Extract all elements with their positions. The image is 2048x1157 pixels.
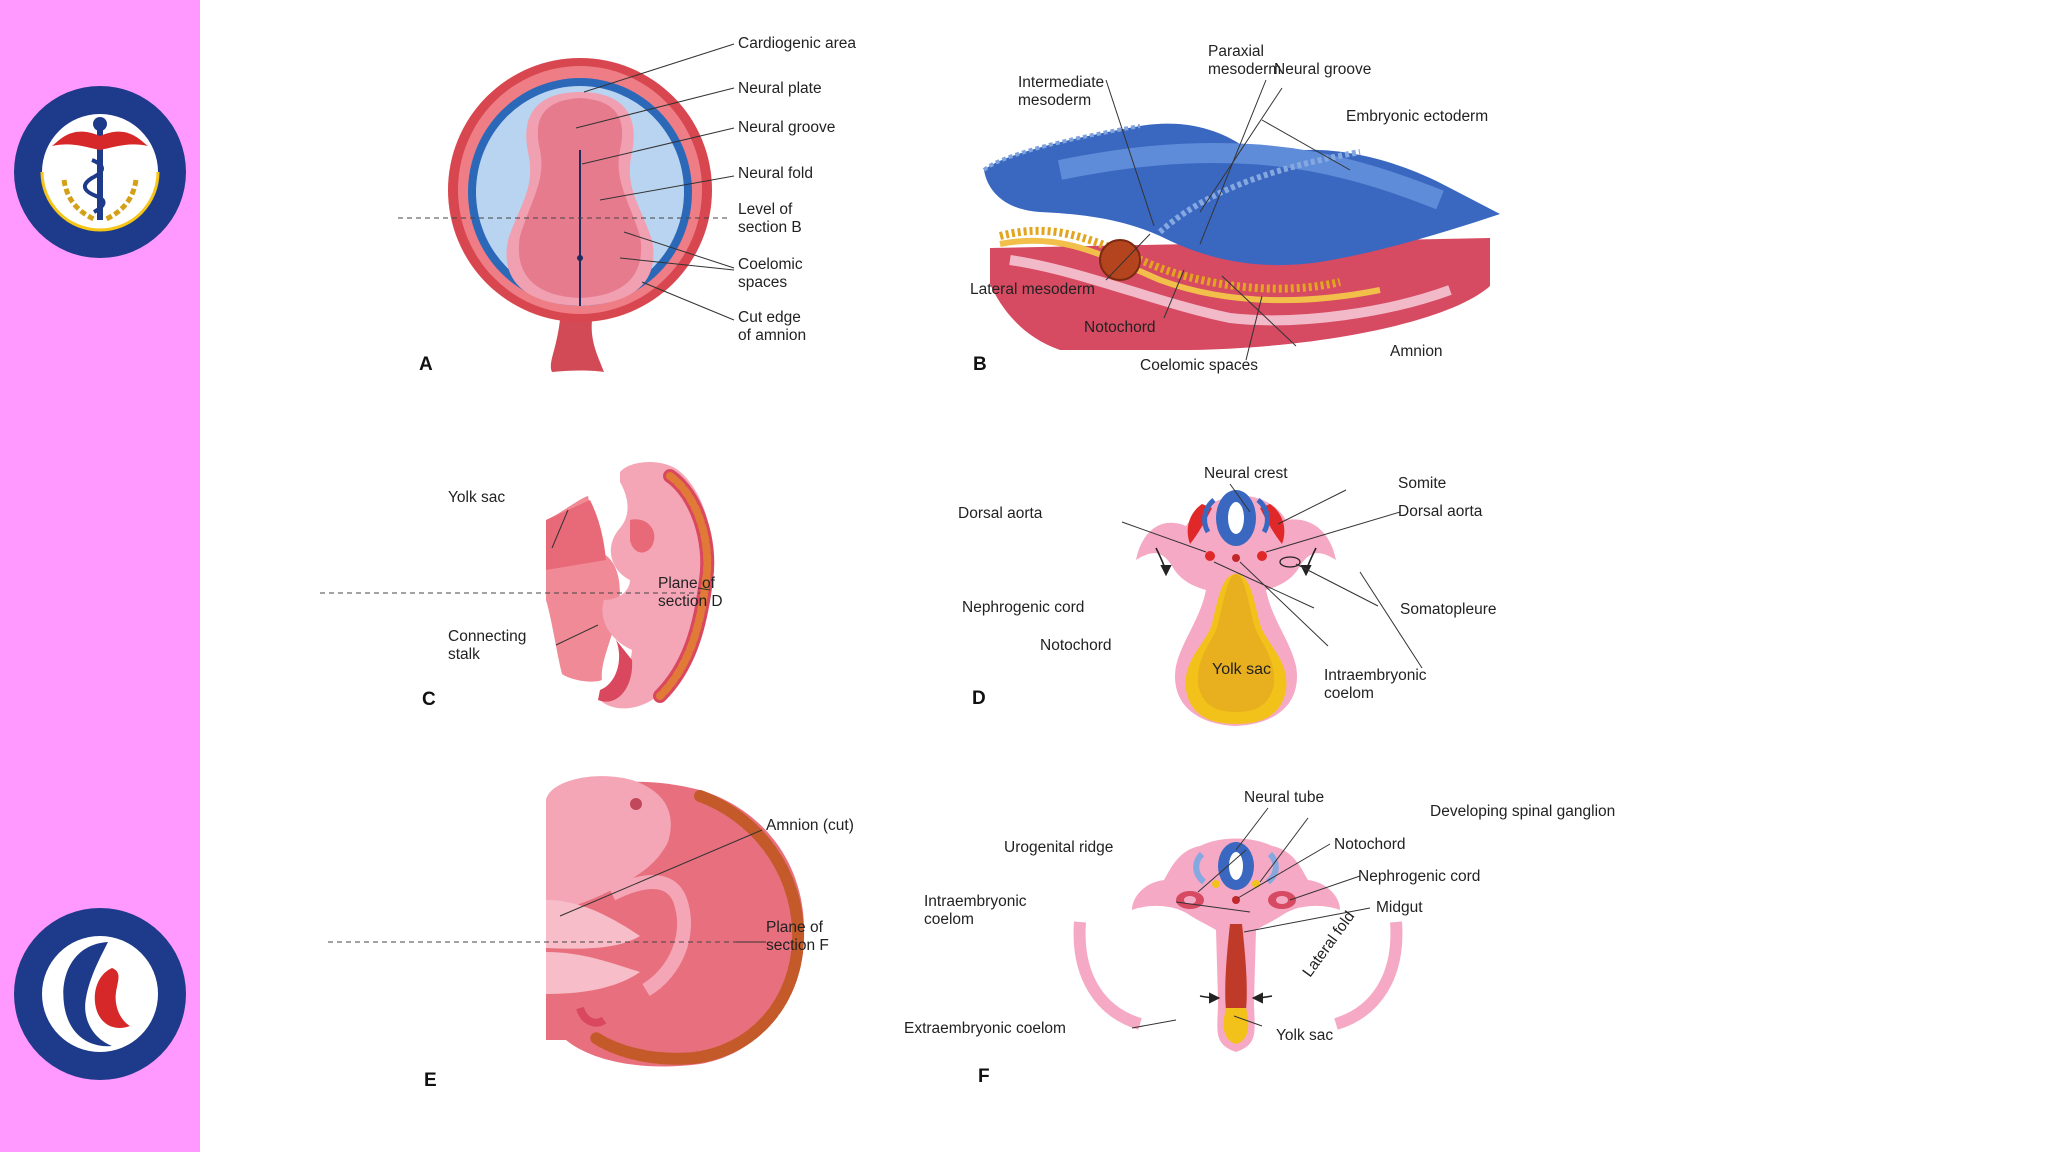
neural-groove-ridge bbox=[1157, 149, 1361, 235]
notochord-d bbox=[1232, 554, 1240, 562]
label-plane-of-section-f-2: section F bbox=[766, 937, 829, 954]
label-somite: Somite bbox=[1398, 475, 1446, 492]
label-plane-of-section-d-2: section D bbox=[658, 593, 723, 610]
extraembryonic-arc-left bbox=[1073, 921, 1142, 1030]
dorsal-aorta-left-d bbox=[1205, 551, 1215, 561]
label-neural-plate: Neural plate bbox=[738, 80, 822, 97]
label-connecting-stalk-2: stalk bbox=[448, 646, 480, 663]
label-level-of-section-b-1: Level of bbox=[738, 201, 793, 218]
label-neural-fold: Neural fold bbox=[738, 165, 813, 182]
label-dorsal-aorta-right: Dorsal aorta bbox=[1398, 503, 1483, 520]
label-intraembryonic-coelom-f-1: Intraembryonic bbox=[924, 893, 1027, 910]
label-dorsal-aorta-left: Dorsal aorta bbox=[958, 505, 1043, 522]
label-yolk-sac-f: Yolk sac bbox=[1276, 1027, 1333, 1044]
orient-hospital-logo bbox=[14, 908, 186, 1080]
label-amnion-b: Amnion bbox=[1390, 343, 1443, 360]
panel-letter-e: E bbox=[424, 1070, 437, 1091]
panel-letter-c: C bbox=[422, 689, 436, 710]
label-yolk-sac-d: Yolk sac bbox=[1212, 661, 1271, 678]
label-intraembryonic-coelom-d-1: Intraembryonic bbox=[1324, 667, 1427, 684]
panel-e: Amnion (cut) Plane of section F E bbox=[328, 776, 854, 1091]
label-developing-spinal-ganglion: Developing spinal ganglion bbox=[1430, 803, 1615, 820]
label-connecting-stalk-1: Connecting bbox=[448, 628, 526, 645]
label-embryonic-ectoderm: Embryonic ectoderm bbox=[1346, 108, 1488, 125]
label-neural-crest: Neural crest bbox=[1204, 465, 1288, 482]
label-midgut: Midgut bbox=[1376, 899, 1423, 916]
label-notochord-d: Notochord bbox=[1040, 637, 1112, 654]
panel-b: Paraxial mesoderm Intermediate mesoderm … bbox=[970, 43, 1500, 375]
label-coelomic-spaces-b: Coelomic spaces bbox=[1140, 357, 1258, 374]
label-somatopleure: Somatopleure bbox=[1400, 601, 1497, 618]
label-amnion-cut: Amnion (cut) bbox=[766, 817, 854, 834]
label-plane-of-section-f-1: Plane of bbox=[766, 919, 824, 936]
label-coelomic-spaces-2: spaces bbox=[738, 274, 787, 291]
slide-content: Cardiogenic area Neural plate Neural gro… bbox=[200, 0, 2048, 1152]
panel-letter-a: A bbox=[419, 354, 433, 375]
label-plane-of-section-d-1: Plane of bbox=[658, 575, 716, 592]
label-notochord-b: Notochord bbox=[1084, 319, 1156, 336]
label-intraembryonic-coelom-d-2: coelom bbox=[1324, 685, 1374, 702]
somites-c bbox=[656, 472, 712, 700]
embryo-folding-figure: Cardiogenic area Neural plate Neural gro… bbox=[320, 35, 1615, 1091]
label-cardiogenic-area: Cardiogenic area bbox=[738, 35, 856, 52]
label-yolk-sac-c: Yolk sac bbox=[448, 489, 505, 506]
label-paraxial-mesoderm-2: mesoderm bbox=[1208, 61, 1281, 78]
label-cut-edge-of-amnion-2: of amnion bbox=[738, 327, 806, 344]
label-lateral-fold: Lateral fold bbox=[1299, 908, 1358, 980]
midgut-f bbox=[1225, 924, 1247, 1010]
connecting-stalk-shape bbox=[550, 320, 604, 372]
extraembryonic-arc-right bbox=[1334, 921, 1403, 1030]
spinal-ganglion-left bbox=[1212, 880, 1220, 888]
embryo-c-curve bbox=[600, 461, 711, 709]
somites-e bbox=[590, 790, 805, 1065]
label-paraxial-mesoderm-1: Paraxial bbox=[1208, 43, 1264, 60]
label-intermediate-mesoderm-1: Intermediate bbox=[1018, 74, 1104, 91]
panel-f: Neural tube Developing spinal ganglion U… bbox=[904, 789, 1615, 1087]
embryo-e-head bbox=[546, 776, 671, 912]
label-neural-groove: Neural groove bbox=[738, 119, 835, 136]
label-coelomic-spaces-1: Coelomic bbox=[738, 256, 803, 273]
label-nephrogenic-cord-f: Nephrogenic cord bbox=[1358, 868, 1480, 885]
yolk-sac-f bbox=[1223, 1008, 1249, 1044]
spinal-ganglion-right bbox=[1252, 880, 1260, 888]
panel-letter-f: F bbox=[978, 1066, 990, 1087]
label-neural-groove-b: Neural groove bbox=[1274, 61, 1371, 78]
panel-letter-d: D bbox=[972, 688, 986, 709]
label-extraembryonic-coelom: Extraembryonic coelom bbox=[904, 1020, 1066, 1037]
panel-c: Yolk sac Plane of section D Connecting s… bbox=[320, 461, 723, 710]
dorsal-aorta-right-d bbox=[1257, 551, 1267, 561]
label-urogenital-ridge: Urogenital ridge bbox=[1004, 839, 1113, 856]
sidebar bbox=[0, 0, 200, 1152]
label-cut-edge-of-amnion-1: Cut edge bbox=[738, 309, 801, 326]
panel-letter-b: B bbox=[973, 354, 987, 375]
notochord-shape bbox=[1099, 239, 1142, 281]
label-intraembryonic-coelom-f-2: coelom bbox=[924, 911, 974, 928]
label-intermediate-mesoderm-2: mesoderm bbox=[1018, 92, 1091, 109]
label-notochord-f: Notochord bbox=[1334, 836, 1406, 853]
label-level-of-section-b-2: section B bbox=[738, 219, 802, 236]
label-neural-tube: Neural tube bbox=[1244, 789, 1324, 806]
panel-d: Neural crest Somite Dorsal aorta Dorsal … bbox=[958, 465, 1497, 726]
label-lateral-mesoderm: Lateral mesoderm bbox=[970, 281, 1095, 298]
panel-a: Cardiogenic area Neural plate Neural gro… bbox=[398, 35, 856, 375]
faculty-of-medicine-logo bbox=[14, 86, 186, 258]
label-nephrogenic-cord-d: Nephrogenic cord bbox=[962, 599, 1084, 616]
